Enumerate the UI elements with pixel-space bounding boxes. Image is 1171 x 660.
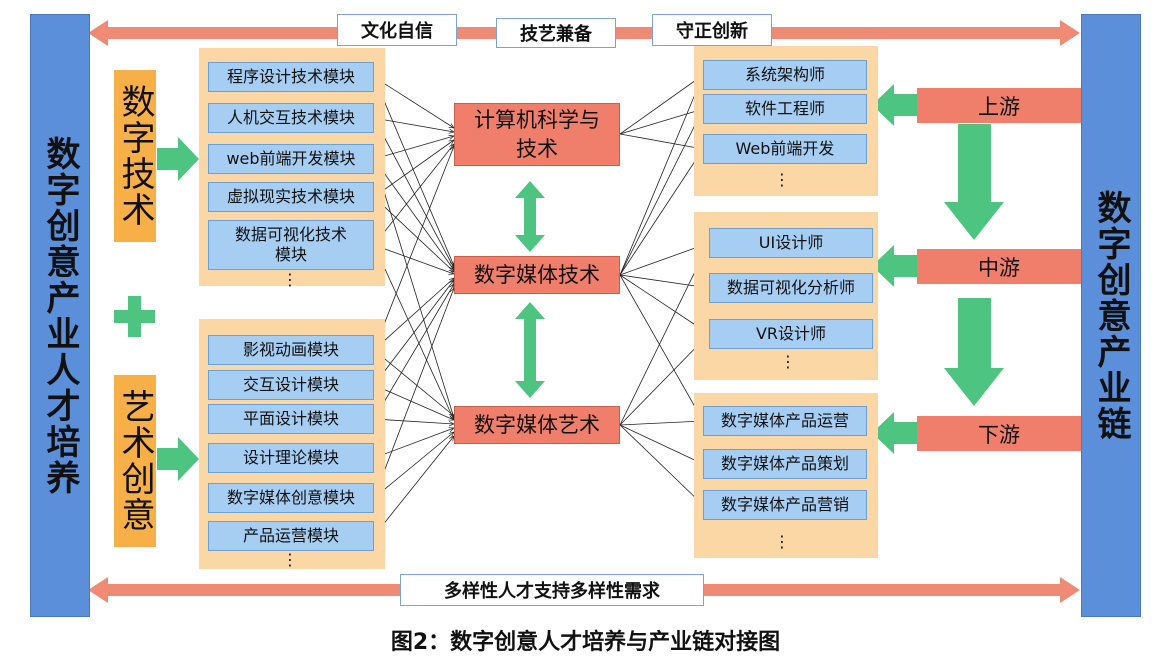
connector-line: [619, 149, 703, 276]
connector-line: [619, 109, 703, 276]
art-module-ellipsis: ⋮: [282, 550, 298, 569]
module-design-theory: 设计理论模块: [208, 443, 374, 473]
midstream-ellipsis: ⋮: [780, 352, 796, 371]
arrow-up-to-mid: [944, 124, 1004, 240]
role-web-frontend: Web前端开发: [703, 134, 867, 164]
connector-line: [373, 117, 454, 268]
module-vr: 虚拟现实技术模块: [208, 182, 374, 212]
right-bar-label: 数字创意产业链: [1091, 189, 1131, 442]
connector-line: [373, 76, 454, 266]
left-talent-bar: 数字创意产业人才培养: [30, 14, 90, 617]
module-hci: 人机交互技术模块: [208, 103, 374, 133]
module-data-vis: 数据可视化技术 模块: [208, 220, 374, 270]
tag-cultural-confidence: 文化自信: [337, 14, 457, 46]
connector-line: [619, 109, 703, 135]
connector-line: [373, 436, 454, 537]
figure-caption: 图2：数字创意人才培养与产业链对接图: [390, 630, 781, 655]
left-bar-label: 数字创意产业人才培养: [40, 135, 80, 496]
plus-icon: [114, 296, 155, 337]
connector-line: [619, 274, 703, 421]
connector-line: [373, 432, 454, 499]
connector-line: [373, 76, 454, 128]
connector-line: [373, 384, 454, 420]
role-vr-designer: VR设计师: [709, 319, 873, 349]
major-cs: 计算机科学与 技术: [454, 103, 620, 166]
connector-line: [619, 424, 703, 505]
module-interaction-design: 交互设计模块: [208, 370, 374, 400]
digital-tech-box: 数字技术: [114, 70, 156, 242]
connector-line: [373, 349, 454, 416]
connector-line: [373, 288, 454, 499]
role-dm-product-marketing: 数字媒体产品营销: [703, 490, 867, 520]
connector-line: [373, 144, 454, 246]
tag-diversity: 多样性人才支持多样性需求: [400, 574, 704, 606]
connector-line: [373, 244, 454, 274]
green-arrow-art: [157, 437, 199, 481]
arrow-mid-stream: [872, 245, 917, 287]
connector-line: [619, 133, 703, 149]
connector-line: [619, 75, 703, 135]
art-creative-label: 艺术创意: [115, 389, 155, 533]
connector-line: [373, 158, 454, 418]
downstream-ellipsis: ⋮: [774, 532, 790, 551]
connector-line: [373, 146, 454, 351]
stream-upstream: 上游: [917, 88, 1081, 123]
art-creative-box: 艺术创意: [114, 375, 156, 547]
connector-line: [373, 418, 454, 424]
connector-line: [373, 158, 454, 270]
upstream-ellipsis: ⋮: [774, 170, 790, 189]
double-arrow-core-1: [515, 181, 545, 252]
module-programming: 程序设计技术模块: [208, 62, 374, 92]
connector-line: [619, 421, 703, 426]
module-graphic-design: 平面设计模块: [208, 404, 374, 434]
connector-line: [619, 424, 703, 465]
module-dm-creative: 数字媒体创意模块: [208, 483, 374, 513]
arrow-up-stream: [872, 84, 917, 126]
connector-line: [373, 280, 454, 386]
stream-downstream: 下游: [917, 416, 1081, 451]
connector-line: [619, 75, 703, 276]
role-dm-product-ops: 数字媒体产品运营: [703, 406, 867, 436]
major-dm-tech: 数字媒体技术: [454, 256, 620, 294]
role-ui-designer: UI设计师: [709, 228, 873, 258]
connector-line: [373, 196, 454, 272]
connector-line: [373, 278, 454, 351]
connector-line: [373, 136, 454, 160]
module-animation: 影视动画模块: [208, 335, 374, 365]
connector-line: [373, 284, 454, 420]
arrow-mid-to-down: [944, 298, 1004, 406]
role-software-engineer: 软件工程师: [703, 94, 867, 124]
module-web-frontend: web前端开发模块: [208, 144, 374, 174]
tag-skill-art: 技艺兼备: [496, 18, 616, 48]
tech-module-ellipsis: ⋮: [282, 270, 298, 289]
connector-line: [373, 428, 454, 459]
stream-midstream: 中游: [917, 249, 1081, 284]
connector-line: [373, 140, 454, 198]
double-arrow-core-2: [515, 302, 545, 398]
role-dm-product-planning: 数字媒体产品策划: [703, 449, 867, 479]
role-system-architect: 系统架构师: [703, 60, 867, 90]
arrow-down-stream: [872, 412, 917, 454]
tag-innovation: 守正创新: [652, 14, 772, 46]
module-operations: 产品运营模块: [208, 521, 374, 551]
digital-tech-label: 数字技术: [115, 84, 155, 228]
right-industry-bar: 数字创意产业链: [1081, 14, 1141, 617]
major-dm-art: 数字媒体艺术: [454, 406, 620, 444]
green-arrow-tech: [157, 137, 199, 181]
connector-line: [373, 117, 454, 132]
role-data-vis-analyst: 数据可视化分析师: [709, 273, 873, 303]
connector-lines: [373, 75, 709, 537]
